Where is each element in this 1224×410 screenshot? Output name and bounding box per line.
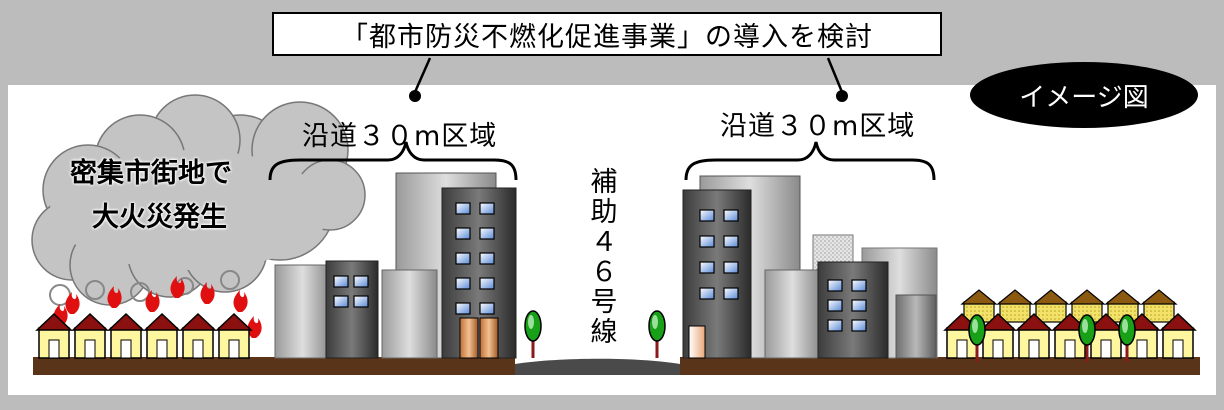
zone-label-left: 沿道３０m区域 [302, 121, 498, 152]
ground-left [33, 357, 515, 375]
road-label-char: ４ [590, 227, 618, 258]
road-label-char: 補 [590, 167, 618, 198]
fire-caption-line2: 大火災発生 [92, 202, 227, 233]
building-cluster-left [274, 172, 517, 359]
zone-bracket-left [268, 141, 518, 181]
title-pointer-right [826, 57, 844, 93]
road-label-char: 号 [590, 287, 618, 318]
road-label-char: ６ [590, 257, 618, 288]
road-label-char: 助 [590, 197, 618, 228]
fire-caption-line1: 密集市街地で [70, 158, 232, 189]
title-pointer-left [413, 57, 432, 93]
road-surface [515, 358, 680, 375]
title-box: 「都市防災不燃化促進事業」の導入を検討 [272, 12, 942, 56]
road-label-char: 線 [590, 317, 618, 348]
image-badge: イメージ図 [970, 62, 1198, 128]
zone-bracket-right [684, 141, 936, 181]
building-cluster-right [682, 175, 938, 359]
zone-label-right: 沿道３０m区域 [720, 111, 916, 142]
ground-right [680, 357, 1200, 375]
road-label: 補 助 ４ ６ 号 線 [584, 168, 624, 348]
smoke-swirl-icon [49, 270, 240, 306]
